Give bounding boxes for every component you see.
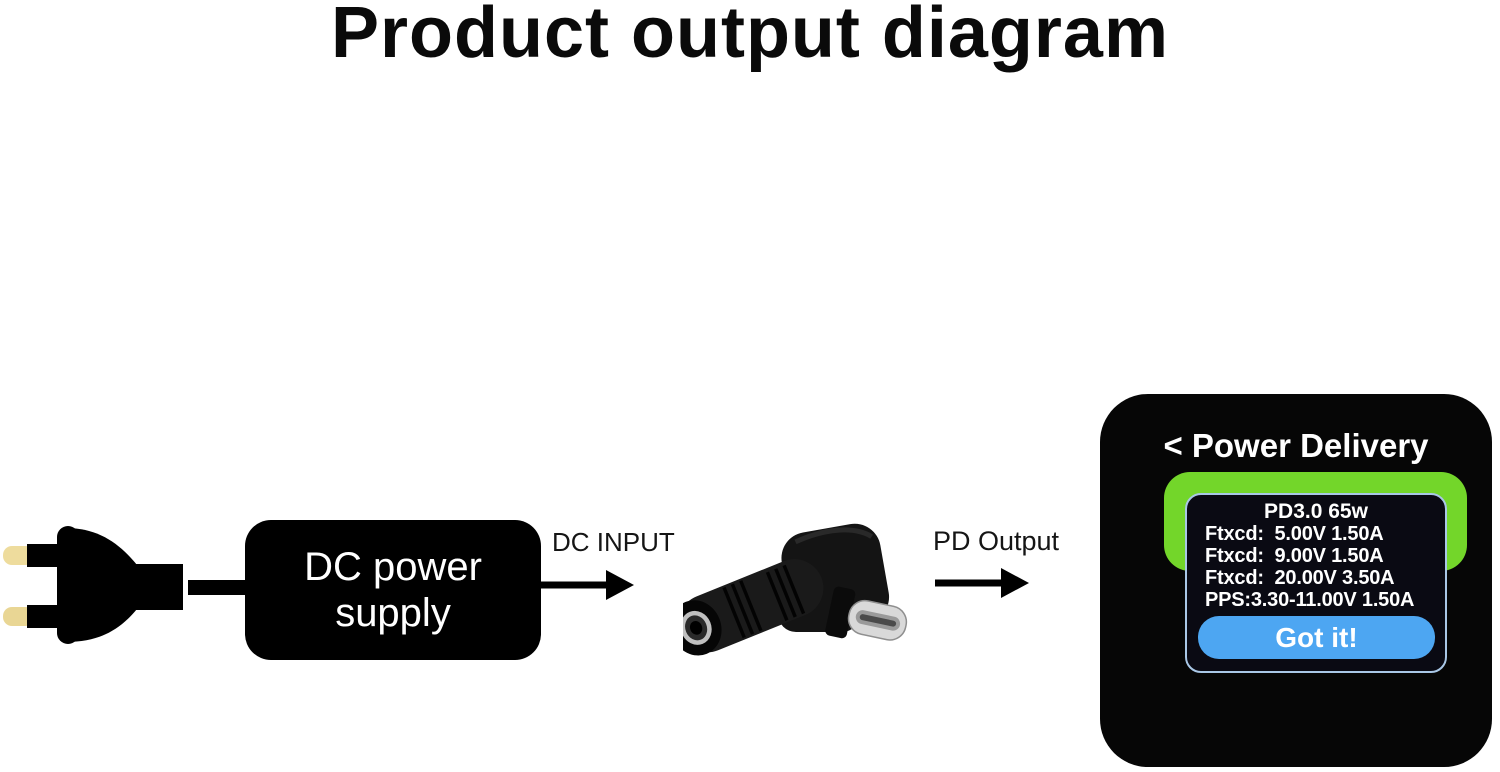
output-line-1: Ftxcd: 5.00V 1.50A: [1205, 523, 1384, 545]
usbc-collar: [825, 586, 856, 639]
arrow-right-icon: [935, 568, 1029, 598]
plug-pin-tip-bottom: [3, 607, 34, 626]
adapter-dc-barrel: [683, 559, 824, 656]
page-title: Product output diagram: [331, 0, 1169, 73]
plug-neck: [130, 564, 183, 610]
dc-power-supply-label-line1: DC power: [304, 545, 482, 589]
dc-power-supply-label-line2: supply: [335, 591, 451, 635]
pd-output-label: PD Output: [933, 526, 1060, 556]
plug-pin-bottom: [27, 605, 64, 628]
arrow-right-icon: [540, 570, 634, 600]
adapter-usbc-plug: [825, 586, 908, 641]
usbc-tongue: [859, 614, 897, 627]
eu-power-plug-icon: [3, 526, 246, 644]
power-delivery-header: < Power Delivery: [1163, 427, 1429, 464]
plug-pin-top: [27, 544, 64, 567]
power-cord: [188, 580, 246, 595]
power-delivery-panel: < Power Delivery PD3.0 65w Ftxcd: 5.00V …: [1100, 394, 1492, 767]
output-line-3: Ftxcd: 20.00V 3.50A: [1205, 567, 1395, 589]
plug-pin-tip-top: [3, 546, 34, 565]
plug-body: [66, 528, 137, 642]
got-it-button: Got it!: [1198, 616, 1435, 659]
output-line-2: Ftxcd: 9.00V 1.50A: [1205, 545, 1384, 567]
dc-jack-hole: [689, 620, 703, 635]
pd-mode-title: PD3.0 65w: [1264, 500, 1368, 523]
dc-barrel-to-usbc-adapter: [683, 523, 908, 656]
dc-input-label: DC INPUT: [552, 527, 675, 557]
pd-info-screen: PD3.0 65w Ftxcd: 5.00V 1.50A Ftxcd: 9.00…: [1185, 493, 1447, 673]
output-line-4: PPS:3.30-11.00V 1.50A: [1205, 589, 1415, 611]
dc-power-supply-box: DC power supply: [245, 520, 541, 660]
